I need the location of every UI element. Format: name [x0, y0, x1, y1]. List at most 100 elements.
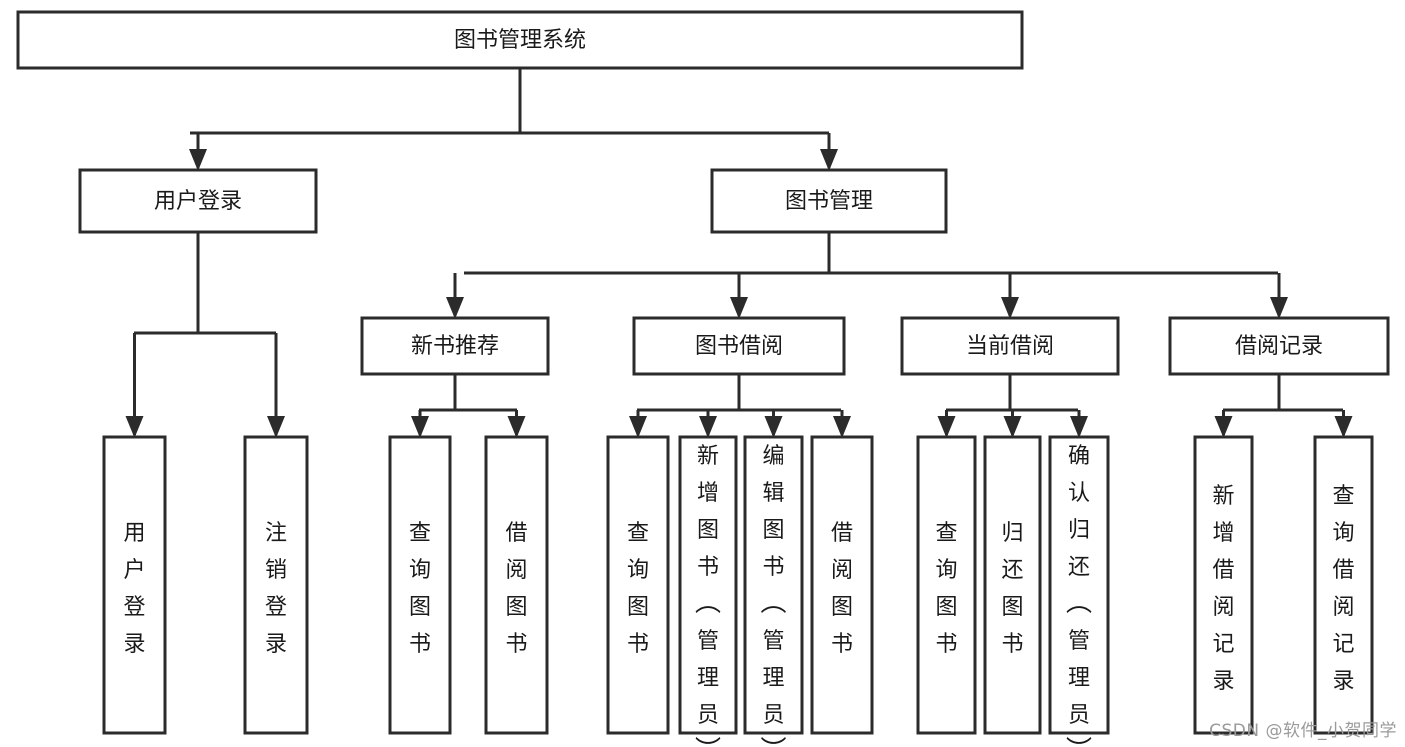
node-n-user-login[interactable]: 用户登录 [78, 168, 318, 234]
node-n-new-book-rec[interactable]: 新书推荐 [360, 316, 550, 376]
node-l-user-login[interactable]: 用户登录 [102, 435, 167, 735]
arrow-head-icon [507, 416, 526, 438]
node-l-confirm-return[interactable]: 确认归还︵管理员︶ [1048, 435, 1110, 747]
edge-n-book-mgmt-to-n-book-borrow [730, 273, 748, 319]
node-label: 归还图书 [1001, 521, 1023, 657]
arrow-head-icon [1270, 297, 1288, 319]
node-box[interactable] [900, 316, 1120, 376]
arrow-head-icon [699, 416, 717, 438]
bus-root [190, 68, 829, 135]
edge-n-user-login-to-l-user-login [125, 333, 144, 438]
node-l-query-book-3[interactable]: 查询图书 [916, 435, 977, 735]
node-box[interactable] [606, 435, 670, 735]
arrow-head-icon [446, 297, 464, 319]
node-label: 查询图书 [409, 521, 431, 657]
bus-user-login [134, 232, 276, 335]
node-l-add-book[interactable]: 新增图书︵管理员︶ [678, 435, 738, 747]
node-label: 新书推荐 [411, 334, 499, 359]
node-box[interactable] [484, 435, 549, 735]
node-root[interactable]: 图书管理系统 [16, 10, 1024, 70]
node-layer: 图书管理系统用户登录图书管理新书推荐图书借阅当前借阅借阅记录用户登录注销登录查询… [16, 10, 1390, 747]
edge-n-book-mgmt-to-n-current-borrow [1001, 273, 1019, 319]
node-label: 新增图书︵管理员︶ [695, 444, 721, 747]
node-l-borrow-book-2[interactable]: 借阅图书 [810, 435, 874, 735]
node-label: 当前借阅 [966, 334, 1054, 359]
node-label: 用户登录 [123, 521, 145, 657]
arrow-head-icon [1070, 416, 1088, 438]
node-box[interactable] [710, 168, 948, 234]
node-l-query-book-1[interactable]: 查询图书 [388, 435, 452, 735]
node-label: 编辑图书︵管理员︶ [760, 444, 786, 747]
node-label: 注销登录 [265, 521, 287, 657]
node-n-book-mgmt[interactable]: 图书管理 [710, 168, 948, 234]
arrow-head-icon [1003, 416, 1022, 438]
edge-n-book-mgmt-to-n-borrow-record [1270, 273, 1288, 319]
edge-n-new-book-rec-to-l-query-book-1 [411, 410, 429, 438]
node-box[interactable] [16, 10, 1024, 70]
node-box[interactable] [78, 168, 318, 234]
node-box[interactable] [1313, 435, 1374, 735]
node-box[interactable] [916, 435, 977, 735]
node-box[interactable] [743, 435, 804, 735]
node-box[interactable] [810, 435, 874, 735]
bus-book-borrow [637, 374, 841, 412]
node-label: 借阅图书 [831, 521, 853, 657]
node-box[interactable] [678, 435, 738, 735]
edge-n-book-borrow-to-l-add-book [699, 410, 717, 438]
node-box[interactable] [388, 435, 452, 735]
node-box[interactable] [1193, 435, 1254, 735]
node-l-edit-book[interactable]: 编辑图书︵管理员︶ [743, 435, 804, 747]
node-box[interactable] [360, 316, 550, 376]
edge-n-current-borrow-to-l-query-book-3 [937, 410, 956, 438]
edge-n-new-book-rec-to-l-borrow-book-1 [507, 410, 526, 438]
node-l-query-record[interactable]: 查询借阅记录 [1313, 435, 1374, 735]
edge-n-book-borrow-to-l-query-book-2 [629, 410, 647, 438]
connector-layer [125, 68, 1353, 438]
arrow-head-icon [937, 416, 956, 438]
arrow-head-icon [820, 149, 838, 171]
edge-root-to-n-book-mgmt [820, 133, 838, 171]
node-box[interactable] [1168, 316, 1390, 376]
edge-n-book-borrow-to-l-edit-book [764, 410, 783, 438]
arrow-head-icon [764, 416, 783, 438]
arrow-head-icon [1001, 297, 1019, 319]
node-l-query-book-2[interactable]: 查询图书 [606, 435, 670, 735]
node-n-borrow-record[interactable]: 借阅记录 [1168, 316, 1390, 376]
bus-borrow-record [1223, 374, 1343, 412]
arrow-head-icon [730, 297, 748, 319]
node-label: 确认归还︵管理员︶ [1066, 444, 1092, 747]
node-label: 查询图书 [627, 521, 649, 657]
node-label: 查询图书 [935, 521, 957, 657]
node-n-book-borrow[interactable]: 图书借阅 [632, 316, 846, 376]
node-l-user-logout[interactable]: 注销登录 [243, 435, 309, 735]
arrow-head-icon [411, 416, 429, 438]
node-box[interactable] [983, 435, 1042, 735]
node-l-borrow-book-1[interactable]: 借阅图书 [484, 435, 549, 735]
node-box[interactable] [632, 316, 846, 376]
node-box[interactable] [243, 435, 309, 735]
node-label: 图书管理系统 [454, 28, 586, 53]
node-l-add-record[interactable]: 新增借阅记录 [1193, 435, 1254, 735]
arrow-head-icon [267, 416, 285, 438]
node-l-return-book[interactable]: 归还图书 [983, 435, 1042, 735]
edge-n-current-borrow-to-l-confirm-return [1070, 410, 1088, 438]
node-box[interactable] [1048, 435, 1110, 735]
arrow-head-icon [1334, 416, 1353, 438]
edge-n-book-borrow-to-l-borrow-book-2 [833, 410, 851, 438]
node-label: 图书管理 [785, 189, 873, 214]
bus-book-mgmt [464, 232, 1278, 275]
bus-new-book-rec [419, 374, 517, 412]
node-label: 借阅记录 [1235, 334, 1323, 359]
node-label: 用户登录 [154, 189, 242, 214]
edge-n-borrow-record-to-l-query-record [1334, 410, 1353, 438]
node-n-current-borrow[interactable]: 当前借阅 [900, 316, 1120, 376]
edge-n-book-mgmt-to-n-new-book-rec [446, 273, 464, 319]
arrow-head-icon [833, 416, 851, 438]
arrow-head-icon [1214, 416, 1233, 438]
bus-current-borrow [946, 374, 1078, 412]
node-box[interactable] [102, 435, 167, 735]
node-label: 图书借阅 [695, 334, 783, 359]
node-label: 借阅图书 [505, 521, 527, 657]
